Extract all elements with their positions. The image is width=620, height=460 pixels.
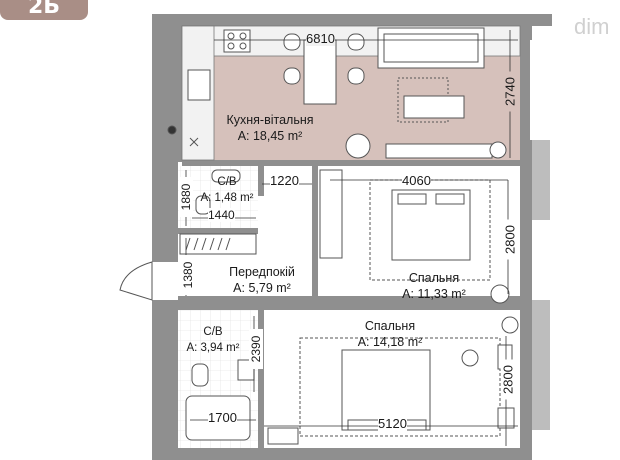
bath-small-label: С/В А: 1,48 m² xyxy=(192,174,262,206)
room-name: Кухня-вітальня xyxy=(226,113,314,127)
dim-bedroom1-width: 4060 xyxy=(402,173,431,188)
room-name: Спальня xyxy=(364,319,416,333)
room-name: Спальня xyxy=(408,271,460,285)
bedroom2-label: Спальня А: 14,18 m² xyxy=(350,318,430,350)
kitchen-label: Кухня-вітальня А: 18,45 m² xyxy=(210,112,330,144)
dim-bedroom1-height: 2800 xyxy=(502,219,518,260)
kitchen-furniture xyxy=(167,27,507,159)
room-area: А: 5,79 m² xyxy=(233,281,291,295)
entrance-door xyxy=(119,261,153,301)
room-name: Передпокій xyxy=(229,265,295,279)
room-area: А: 11,33 m² xyxy=(402,287,466,301)
room-area: А: 18,45 m² xyxy=(237,129,303,143)
dim-hall-gap: 1220 xyxy=(270,173,299,188)
dim-bedroom2-width: 5120 xyxy=(378,416,407,431)
bedroom1-label: Спальня А: 11,33 m² xyxy=(394,270,474,302)
bath-big-label: С/В А: 3,94 m² xyxy=(178,324,248,356)
dim-kitchen-width: 6810 xyxy=(306,31,335,46)
room-area: А: 1,48 m² xyxy=(200,192,254,204)
room-name: С/В xyxy=(217,176,237,188)
hall-label: Передпокій А: 5,79 m² xyxy=(212,264,312,296)
bedroom1-furniture xyxy=(369,179,510,304)
dim-bedroom2-height: 2800 xyxy=(500,359,516,400)
room-area: А: 3,94 m² xyxy=(186,342,240,354)
bath-small-fixtures xyxy=(195,169,241,215)
room-name: С/В xyxy=(203,326,223,338)
walls xyxy=(152,14,552,460)
hall-closet xyxy=(179,169,343,259)
plan-badge: 2Б xyxy=(0,0,88,20)
dim-bath-small-width: 1440 xyxy=(208,208,235,222)
dim-hall-height: 1380 xyxy=(181,255,195,295)
room-area: А: 14,18 m² xyxy=(357,335,423,349)
dim-bath-big-height: 2390 xyxy=(249,329,263,369)
dim-bath-small-height: 1880 xyxy=(179,177,193,217)
dim-kitchen-height: 2740 xyxy=(502,71,518,112)
dim-bath-big-width: 1700 xyxy=(208,410,237,425)
watermark-text: dim xyxy=(574,14,610,39)
